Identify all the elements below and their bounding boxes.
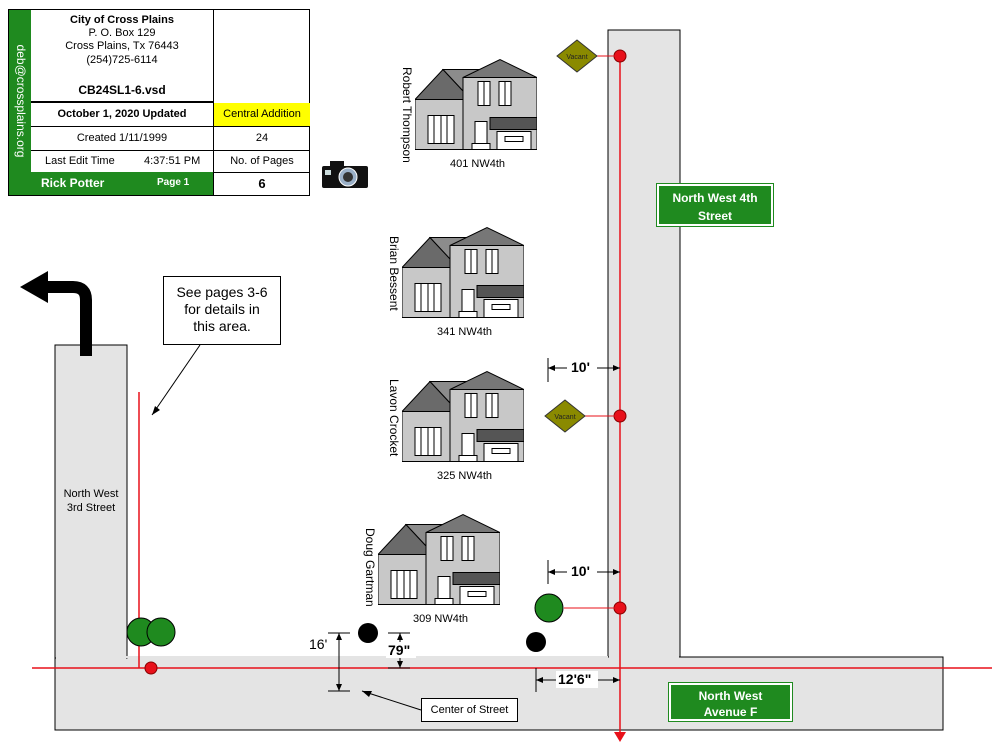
last-edit-cell: Last Edit Time 4:37:51 PM xyxy=(31,151,214,172)
street-sign-nw4th: North West 4th Street xyxy=(656,183,774,227)
file-name: CB24SL1-6.vsd xyxy=(78,83,166,97)
dimension-12ft-6in: 12'6" xyxy=(558,671,592,687)
street-label-nw3rd-line2: 3rd Street xyxy=(66,502,116,514)
address-label-309: 309 NW4th xyxy=(413,613,469,625)
dimension-79in: 79" xyxy=(388,642,411,658)
turn-arrow-icon xyxy=(45,281,92,356)
last-edit-time: 4:37:51 PM xyxy=(144,155,201,167)
house-325 xyxy=(402,370,524,463)
tree-3 xyxy=(146,617,176,647)
road-nw4th xyxy=(607,29,681,659)
house-341 xyxy=(402,226,524,319)
addition-label: Central Addition xyxy=(214,103,310,126)
vacant-label-1: Vacant xyxy=(566,54,587,61)
page-count: 6 xyxy=(258,176,266,191)
author-name: Rick Potter xyxy=(41,176,105,190)
marker-dot-2 xyxy=(526,632,546,652)
street-light-4 xyxy=(144,661,158,675)
address-label-341: 341 NW4th xyxy=(437,326,493,338)
house-309 xyxy=(378,513,500,606)
owner-label-325: Lavon Crocket xyxy=(387,379,401,457)
last-edit-label: Last Edit Time xyxy=(45,155,115,167)
page-label: Page 1 xyxy=(157,177,190,188)
street-light-2 xyxy=(584,409,627,423)
street-label-nw3rd-line1: North West xyxy=(63,488,119,500)
title-block-header: City of Cross Plains P. O. Box 129 Cross… xyxy=(31,10,214,103)
see-pages-callout: See pages 3-6 for details in this area. xyxy=(163,276,281,345)
pages-label: No. of Pages xyxy=(230,155,294,167)
vacant-marker-2: Vacant xyxy=(544,399,586,433)
row-updated: October 1, 2020 Updated Central Addition xyxy=(31,103,310,127)
street-sign-avenue-f-line1: North West xyxy=(698,689,763,703)
created-label: Created 1/11/1999 xyxy=(31,127,214,150)
see-pages-line3: this area. xyxy=(193,318,251,334)
street-sign-avenue-f-line2: Avenue F xyxy=(703,705,758,719)
owner-label-309: Doug Gartman xyxy=(363,528,377,607)
row-created: Created 1/11/1999 24 xyxy=(31,127,310,151)
see-pages-line1: See pages 3-6 xyxy=(176,284,268,300)
po-box: P. O. Box 129 xyxy=(88,27,156,39)
center-of-street-callout: Center of Street xyxy=(421,698,518,722)
dimension-10ft-bottom: 10' xyxy=(571,563,590,579)
see-pages-line2: for details in xyxy=(184,301,260,317)
marker-dot-1 xyxy=(358,623,378,643)
owner-label-401: Robert Thompson xyxy=(400,67,414,163)
title-block-footer: Rick Potter Page 1 xyxy=(31,172,214,195)
owner-label-341: Brian Bessent xyxy=(387,236,401,311)
camera-icon xyxy=(322,161,368,188)
row-last-edit: Last Edit Time 4:37:51 PM No. of Pages xyxy=(31,151,310,173)
tree-1 xyxy=(534,593,564,623)
updated-label: October 1, 2020 Updated xyxy=(31,103,214,126)
created-value: 24 xyxy=(255,132,269,144)
street-sign-avenue-f: North West Avenue F xyxy=(668,682,793,722)
house-401 xyxy=(415,58,537,151)
dimension-16ft: 16' xyxy=(309,636,328,652)
street-label-nw3rd: North West 3rd Street xyxy=(55,487,127,515)
city-name: City of Cross Plains xyxy=(70,14,174,26)
city-state: Cross Plains, Tx 76443 xyxy=(65,40,179,52)
address-label-325: 325 NW4th xyxy=(437,470,493,482)
dimension-10ft-top: 10' xyxy=(571,359,590,375)
street-light-3 xyxy=(564,601,627,615)
vacant-label-2: Vacant xyxy=(554,414,575,421)
title-block-sidebar: deb@crossplains.org xyxy=(9,10,31,195)
road-nw3rd xyxy=(54,344,128,659)
street-sign-nw4th-line1: North West 4th xyxy=(672,191,758,205)
vacant-marker-1: Vacant xyxy=(556,39,598,73)
email-label: deb@crossplains.org xyxy=(14,44,28,158)
street-sign-nw4th-line2: Street xyxy=(697,209,732,223)
address-label-401: 401 NW4th xyxy=(450,158,506,170)
phone-number: (254)725-6114 xyxy=(86,54,158,66)
title-block: deb@crossplains.org City of Cross Plains… xyxy=(8,9,310,196)
